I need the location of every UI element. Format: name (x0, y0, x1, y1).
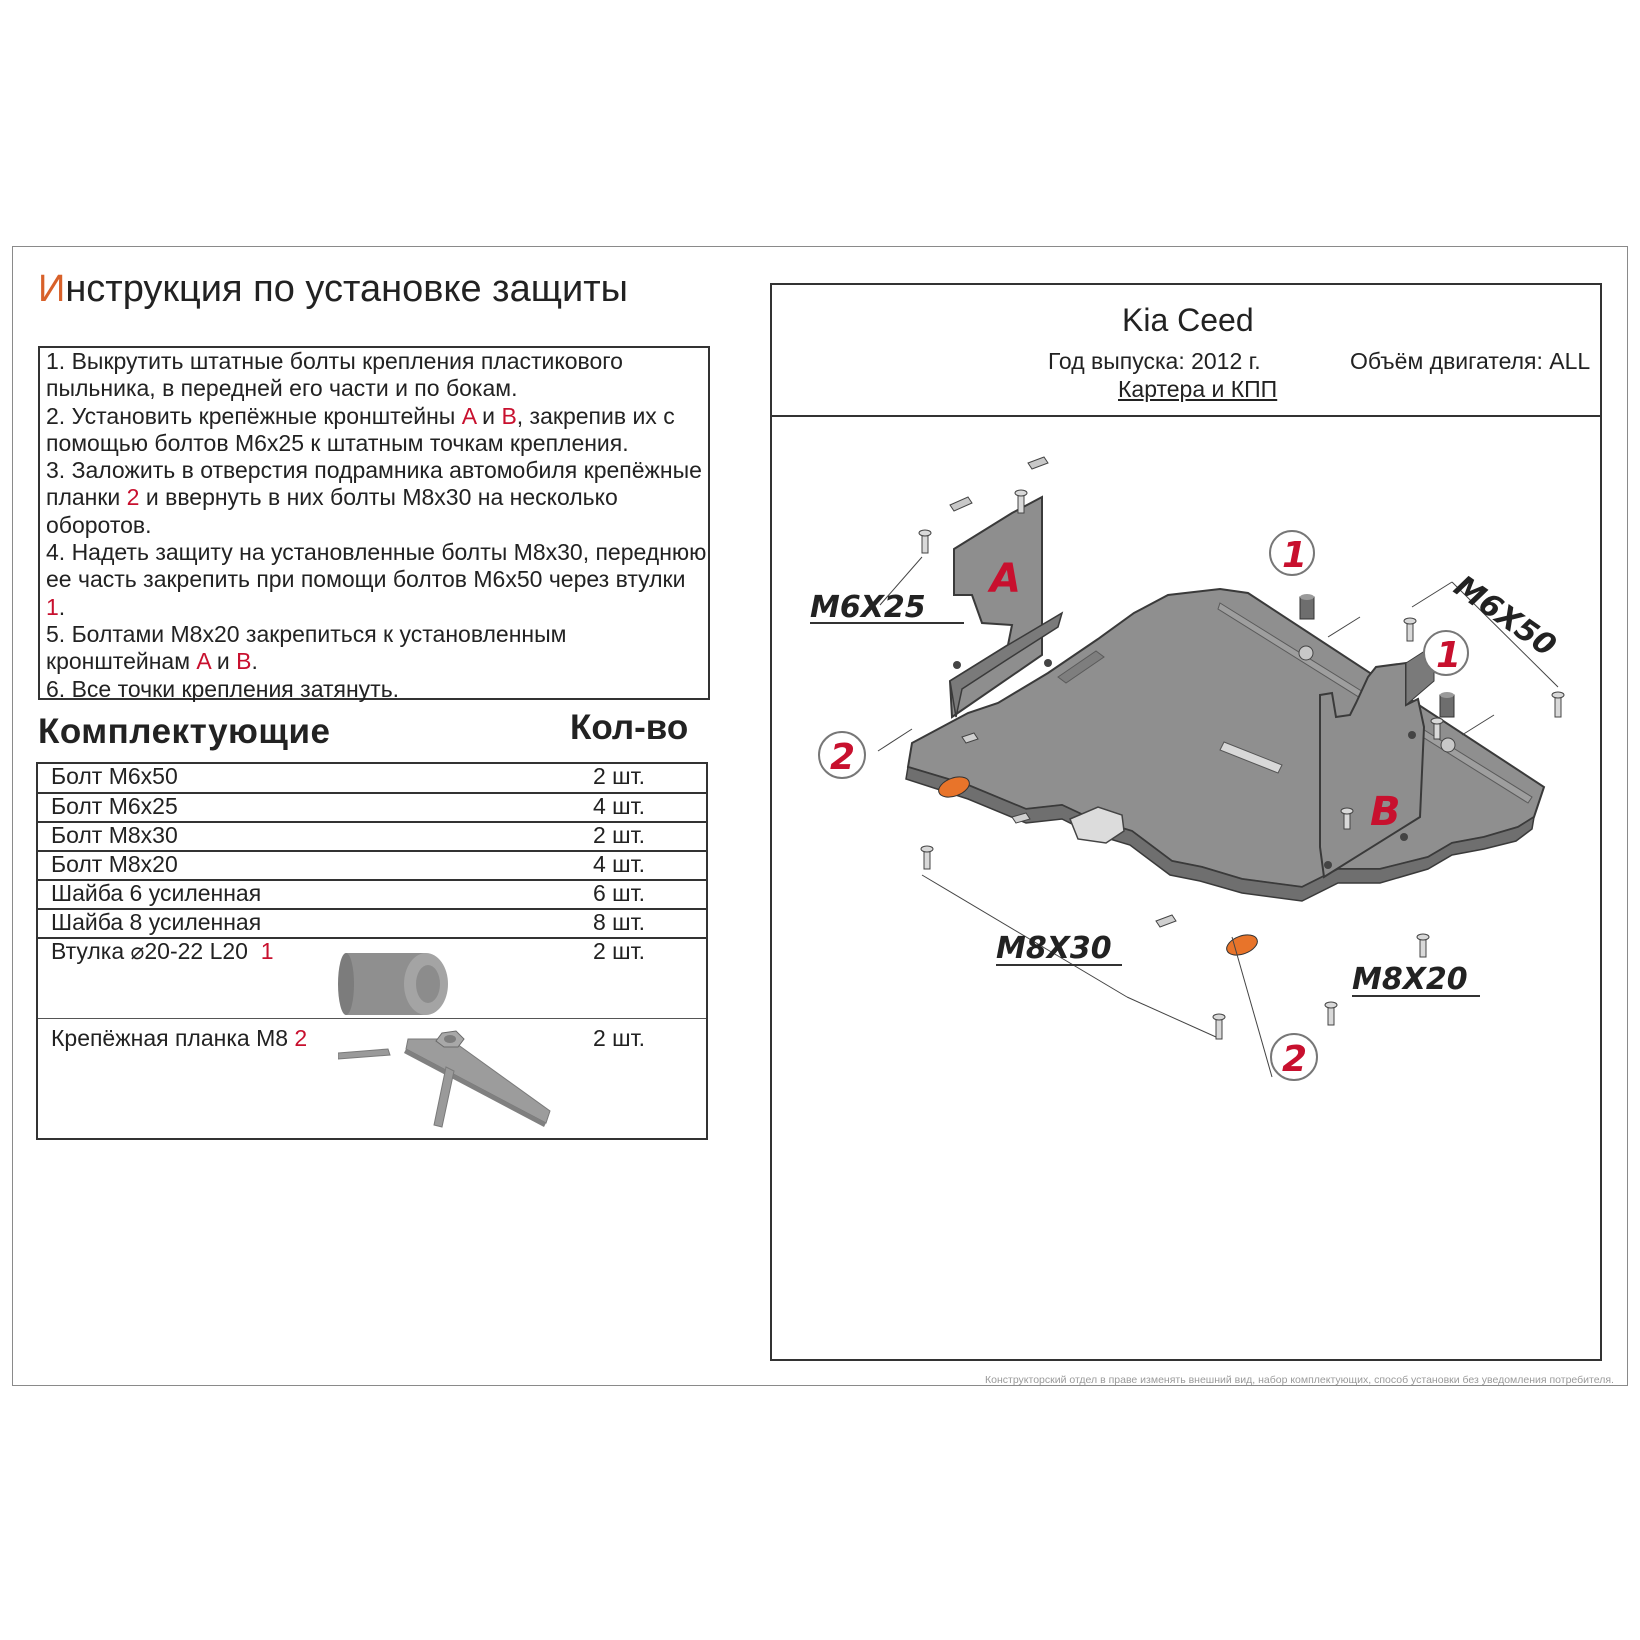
svg-text:2: 2 (1282, 1039, 1307, 1080)
protection-type: Картера и КПП (1118, 376, 1278, 402)
table-row: Болт М8х20 4 шт. (38, 851, 706, 881)
callout-1-right: 1 (1423, 630, 1469, 676)
table-row: Шайба 8 усиленная 8 шт. (38, 909, 706, 939)
table-row: Крепёжная планка М8 2 2 шт. (38, 1019, 706, 1138)
callout-1-top: 1 (1269, 530, 1315, 576)
step-4: 4. Надеть защиту на установленные болты … (46, 539, 707, 620)
mounting-plate-icon (338, 1030, 551, 1128)
label-m6x25: M6X25 (810, 590, 926, 625)
bushing-front-left (1299, 594, 1315, 620)
parts-table: Болт М6х50 2 шт. Болт М6х25 4 шт. Болт М… (36, 762, 708, 1140)
table-row: Шайба 6 усиленная 6 шт. (38, 880, 706, 910)
production-year: Год выпуска: 2012 г. (1048, 348, 1261, 374)
instruction-steps: 1. Выкрутить штатные болты крепления пла… (38, 346, 710, 702)
step-6: 6. Все точки крепления затянуть. (46, 675, 400, 702)
svg-text:1: 1 (1282, 535, 1307, 576)
bracket-a (948, 456, 1064, 719)
parts-title: Комплектующие (38, 712, 331, 751)
sheet-frame (12, 246, 1628, 1386)
bushing-icon (338, 953, 448, 1015)
step-1: 1. Выкрутить штатные болты крепления пла… (46, 348, 623, 402)
label-m8x20: M8X20 (1352, 962, 1468, 997)
svg-text:2: 2 (830, 737, 855, 778)
leader-lines (877, 556, 1559, 1078)
engine-volume: Объём двигателя: ALL (1350, 348, 1591, 374)
installation-drawing: M6X25 M6X50 M8X30 M8X20 A B 1 1 2 2 (810, 456, 1565, 1081)
callout-2-bottom: 2 (1270, 1033, 1318, 1081)
label-bracket-b: B (1370, 789, 1401, 835)
label-bracket-a: A (987, 556, 1021, 602)
table-row: Болт М6х50 2 шт. (38, 763, 706, 794)
drawing-panel: Kia Ceed Год выпуска: 2012 г. Объём двиг… (770, 283, 1602, 1361)
table-row: Втулка ⌀20-22 L20 1 2 шт. (38, 938, 706, 1019)
table-row: Болт М6х25 4 шт. (38, 793, 706, 823)
label-m8x30: M8X30 (996, 931, 1112, 966)
table-row: Болт М8х30 2 шт. (38, 822, 706, 852)
step-2: 2. Установить крепёжные кронштейны A и B… (46, 402, 675, 456)
callout-2-left: 2 (818, 731, 866, 779)
page-title: Инструкция по установке защиты (38, 268, 628, 310)
step-3: 3. Заложить в отверстия подрамника автом… (46, 457, 702, 538)
disclaimer-note: Конструкторский отдел в праве изменять в… (985, 1374, 1614, 1386)
svg-text:1: 1 (1436, 635, 1461, 676)
qty-title: Кол-во (570, 708, 689, 747)
car-model: Kia Ceed (1122, 302, 1254, 338)
step-5: 5. Болтами М8х20 закрепиться к установле… (46, 620, 567, 675)
bolts (918, 489, 1565, 1040)
car-info-header: Kia Ceed Год выпуска: 2012 г. Объём двиг… (772, 285, 1600, 417)
bushing-front-right (1439, 692, 1455, 718)
